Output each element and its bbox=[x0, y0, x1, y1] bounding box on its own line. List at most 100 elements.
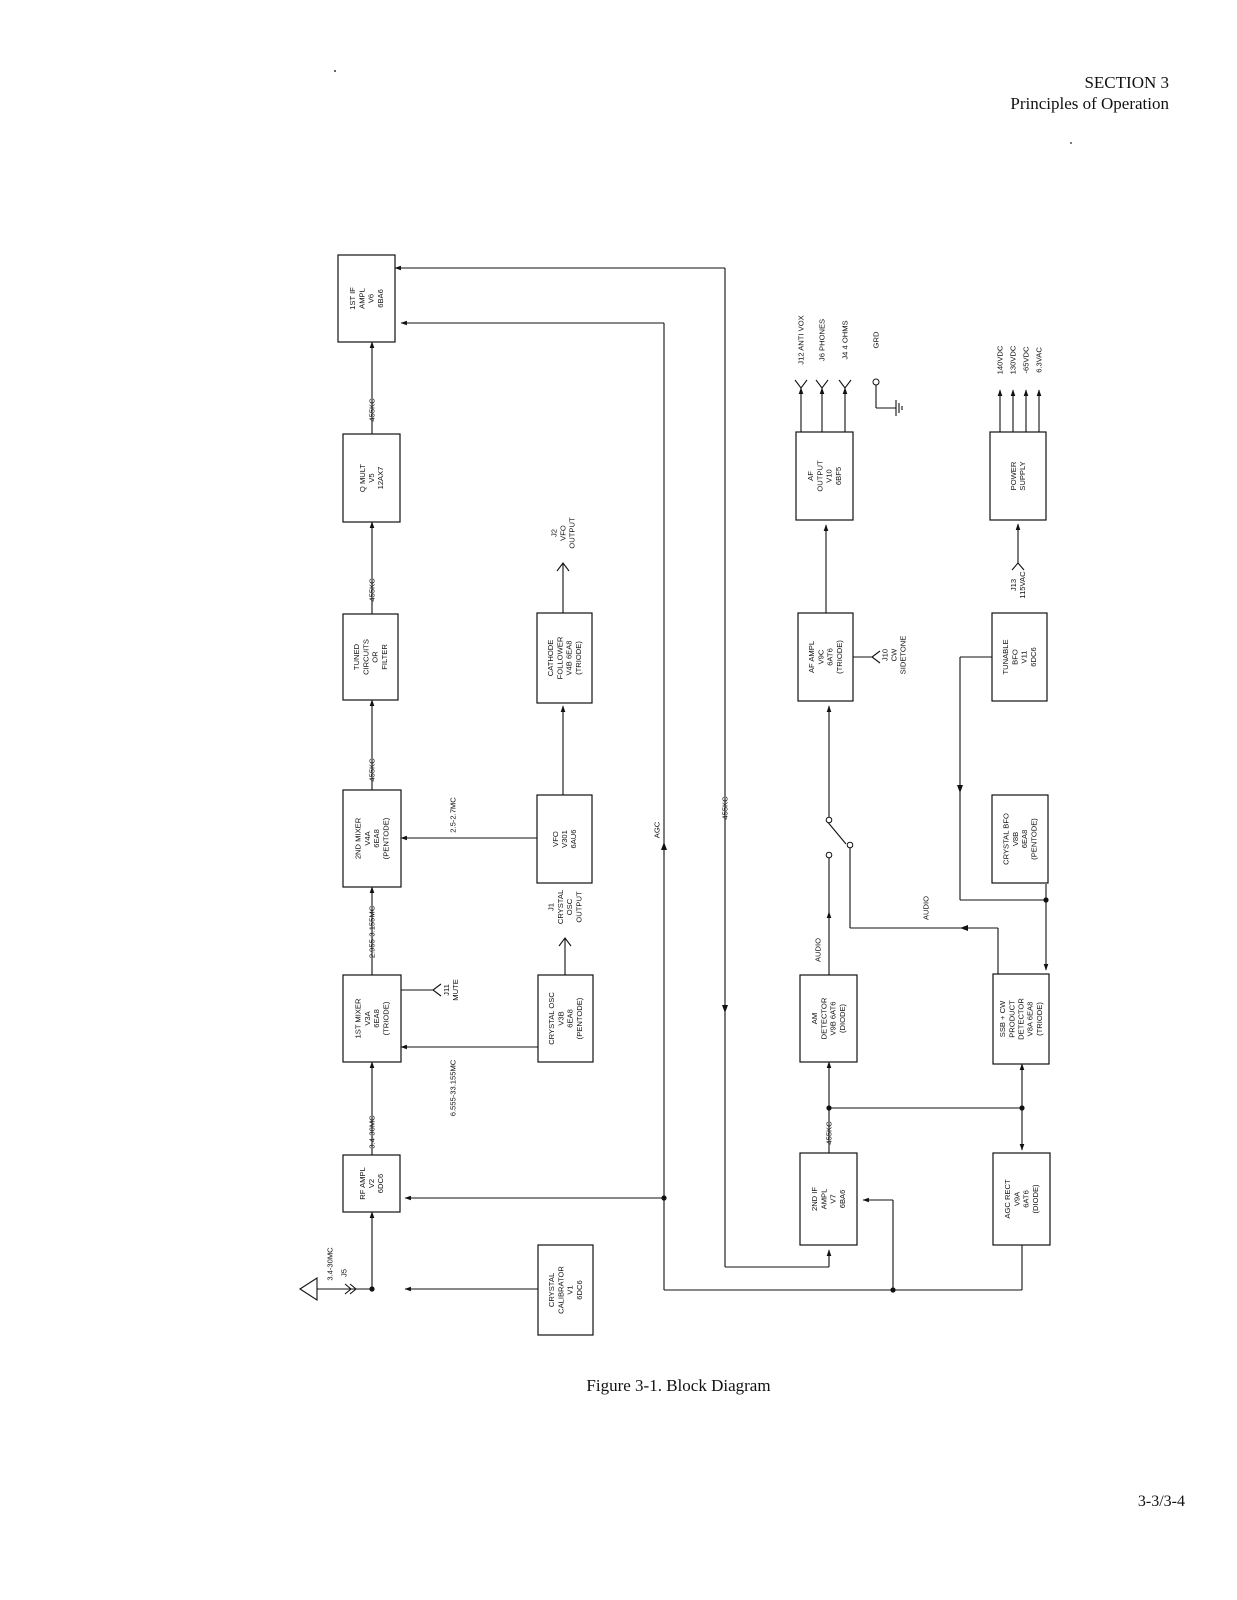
block-label-line: Q MULT bbox=[358, 464, 367, 492]
block-frame bbox=[992, 1152, 1051, 1246]
block-label-line: OR bbox=[371, 651, 380, 663]
block-label-line: (TRIODE) bbox=[574, 641, 583, 675]
block-label-line: 6EA8 bbox=[566, 1009, 575, 1028]
block-label-line: AF AMPL bbox=[807, 641, 816, 673]
label-j2-line: OUTPUT bbox=[568, 517, 577, 549]
block-label-line: BFO bbox=[1010, 649, 1019, 665]
block-label-line: V3B bbox=[556, 1011, 565, 1025]
block-label-line: FOLLOWER bbox=[555, 636, 564, 679]
block-label-line: V7 bbox=[829, 1194, 838, 1203]
block-label-line: CRYSTAL BFO bbox=[1002, 813, 1011, 865]
block-label-line: OUTPUT bbox=[815, 460, 824, 492]
jack-j13-icon bbox=[1011, 562, 1025, 571]
block-frame bbox=[991, 794, 1049, 884]
block-label-line: CATHODE bbox=[546, 640, 555, 677]
jack-j4-icon bbox=[838, 379, 852, 389]
block-label-line: PRODUCT bbox=[1007, 1000, 1016, 1038]
block-label-line: AMPL bbox=[357, 288, 366, 309]
label-j10-line: J10 bbox=[880, 649, 889, 661]
label-j12-line: J12 ANTI VOX bbox=[797, 315, 806, 364]
jack-j2-icon bbox=[556, 562, 570, 572]
block-label-line: V9B 6AT6 bbox=[829, 1001, 838, 1035]
label-f455_e-line: 455KC bbox=[825, 1121, 834, 1145]
label-j11-line: MUTE bbox=[451, 979, 460, 1001]
block-label-line: 2ND IF bbox=[810, 1187, 819, 1211]
label-j11-line: J11 bbox=[442, 984, 451, 996]
block-label-line: 6BA6 bbox=[838, 1190, 847, 1209]
block-label-line: V5 bbox=[367, 473, 376, 482]
figure-caption: Figure 3-1. Block Diagram bbox=[586, 1376, 771, 1395]
junction-dots bbox=[369, 378, 1049, 1293]
block-frame bbox=[536, 612, 593, 704]
label-output-line: -65VDC bbox=[1022, 346, 1031, 374]
section-heading: SECTION 3 bbox=[1084, 73, 1169, 92]
section-subtitle: Principles of Operation bbox=[1010, 94, 1169, 113]
block-frame bbox=[342, 613, 399, 701]
block-frame bbox=[342, 1154, 401, 1213]
block-label-line: SUPPLY bbox=[1018, 461, 1027, 490]
block-label-line: 6EA8 bbox=[372, 1009, 381, 1028]
block-label-line: (TRIODE) bbox=[835, 640, 844, 674]
block-label-line: AGC RECT bbox=[1003, 1179, 1012, 1219]
block-label-line: V301 bbox=[560, 830, 569, 848]
block-label-line: AMPL bbox=[819, 1189, 828, 1210]
print-speck bbox=[1070, 142, 1072, 144]
label-output-line: 6.3VAC bbox=[1035, 347, 1044, 373]
block-label-line: DETECTOR bbox=[819, 997, 828, 1039]
label-agc-line: AGC bbox=[653, 821, 662, 838]
label-f_34-line: 3.4-30MC bbox=[368, 1115, 377, 1149]
block-label-line: CIRCUITS bbox=[361, 639, 370, 675]
block-label-line: FILTER bbox=[380, 644, 389, 670]
block-label-line: CALIBRATOR bbox=[556, 1266, 565, 1314]
label-audio2-line: AUDIO bbox=[922, 896, 931, 920]
block-frame bbox=[989, 431, 1047, 521]
block-label-line: 6DC6 bbox=[575, 1280, 584, 1299]
label-j1-line: OUTPUT bbox=[574, 891, 583, 923]
jack-j10-icon bbox=[871, 650, 881, 664]
block-label-line: V4A bbox=[363, 830, 372, 845]
block-label-line: V9C bbox=[816, 649, 825, 664]
signal-labels: 455KC455KC455KC455KC455KC2.955-3.155MC3.… bbox=[326, 315, 1044, 1280]
block-label-line: (TRIODE) bbox=[1035, 1002, 1044, 1036]
page-number: 3-3/3-4 bbox=[1137, 1493, 1185, 1510]
block-frame bbox=[537, 974, 594, 1063]
block-label-line: (PENTODE) bbox=[1029, 818, 1038, 860]
label-f_25-line: 2.5-2.7MC bbox=[449, 797, 458, 833]
jack-j12-icon bbox=[794, 379, 808, 389]
block-label-line: SSB + CW bbox=[998, 1000, 1007, 1037]
label-j10-line: CW bbox=[890, 648, 899, 661]
label-f_29-line: 2.955-3.155MC bbox=[368, 905, 377, 958]
label-grd-line: GRD bbox=[872, 331, 881, 348]
block-label-line: (DIODE) bbox=[1031, 1184, 1040, 1214]
label-j2-line: J2 bbox=[549, 529, 558, 537]
block-label-line: 12AX7 bbox=[376, 467, 385, 490]
block-label-line: 2ND MIXER bbox=[354, 817, 363, 859]
block-label-line: 6DC6 bbox=[1029, 647, 1038, 666]
block-label-line: 6BF5 bbox=[834, 467, 843, 485]
block-label-line: V1 bbox=[566, 1285, 575, 1294]
block-label-line: V2 bbox=[367, 1179, 376, 1188]
block-label-line: V9A bbox=[1012, 1191, 1021, 1206]
block-label-line: 1ST MIXER bbox=[354, 998, 363, 1038]
label-f455_a-line: 455KC bbox=[368, 398, 377, 422]
block-label-line: CRYSTAL OSC bbox=[547, 992, 556, 1045]
block-label-line: 6EA8 bbox=[1020, 830, 1029, 849]
block-label-line: V8B bbox=[1011, 832, 1020, 846]
block-frame bbox=[537, 1244, 594, 1336]
block-label-line: TUNABLE bbox=[1001, 639, 1010, 674]
block-label-line: 6AT6 bbox=[826, 648, 835, 666]
block-label-line: V4B 6EA8 bbox=[565, 640, 574, 675]
